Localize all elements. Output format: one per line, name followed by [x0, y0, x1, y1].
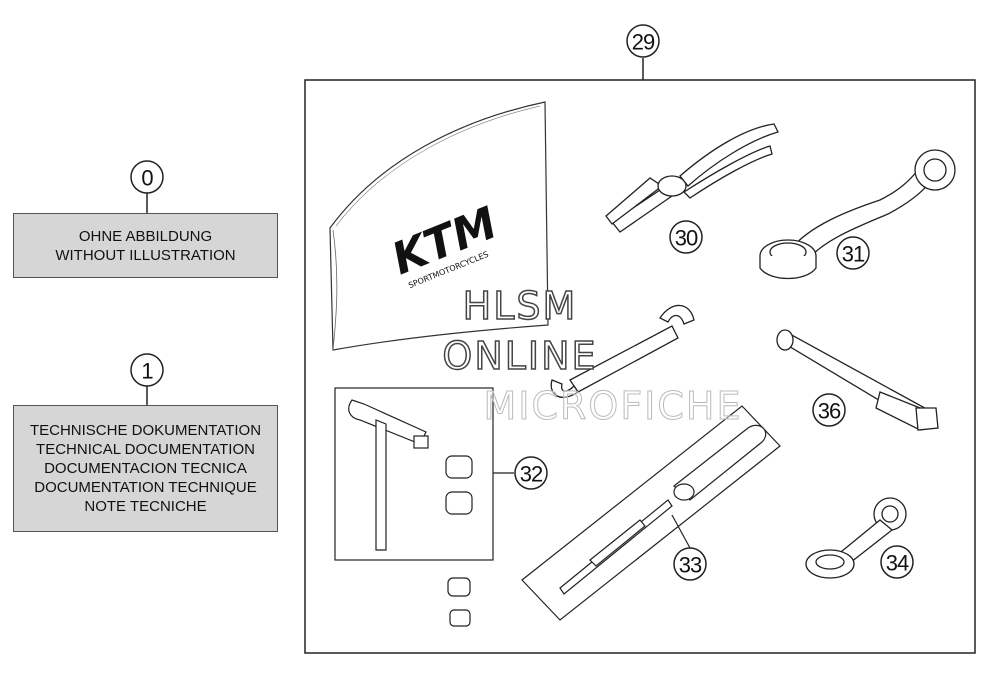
callout-number: 29	[632, 30, 655, 55]
screwdriver-icon	[521, 405, 781, 621]
open-end-wrench-icon	[550, 304, 695, 398]
box-line: TECHNISCHE DOKUMENTATION	[29, 422, 262, 439]
callout-number: 1	[141, 359, 153, 384]
callout-33: 33	[671, 514, 707, 581]
box-line: OHNE ABBILDUNG	[78, 227, 213, 245]
ring-wrench-icon	[805, 497, 907, 579]
box-line: DOCUMENTACION TECNICA	[44, 460, 247, 477]
tool-kit-frame	[304, 79, 976, 654]
callout-32: 32	[493, 456, 548, 490]
socket-wrench-icon	[776, 329, 939, 431]
callout-number: 34	[886, 551, 909, 576]
box-line: TECHNICAL DOCUMENTATION	[36, 441, 255, 458]
callout-36: 36	[812, 393, 846, 427]
callout-31: 31	[836, 236, 870, 270]
owners-manual-icon: KTM SPORTMOTORCYCLES	[329, 101, 549, 351]
hex-key-set-icon	[334, 387, 494, 627]
callout-number: 33	[679, 553, 702, 578]
pliers-icon	[605, 123, 779, 233]
box-line: NOTE TECNICHE	[84, 498, 207, 515]
callout-number: 32	[520, 462, 543, 487]
callout-number: 36	[818, 399, 841, 424]
without-illustration-box: OHNE ABBILDUNG WITHOUT ILLUSTRATION	[13, 213, 278, 278]
callout-30: 30	[669, 220, 703, 254]
callout-29: 29	[626, 24, 660, 58]
box-line: DOCUMENTATION TECHNIQUE	[34, 479, 257, 496]
ring-spanner-icon	[759, 149, 956, 280]
box-line: WITHOUT ILLUSTRATION	[55, 246, 236, 264]
callout-0: 0	[130, 160, 164, 194]
technical-documentation-box: TECHNISCHE DOKUMENTATION TECHNICAL DOCUM…	[13, 405, 278, 532]
callout-number: 0	[141, 166, 153, 191]
callout-number: 31	[842, 242, 865, 267]
callout-1: 1	[130, 353, 164, 387]
callout-number: 30	[675, 226, 698, 251]
callout-34: 34	[880, 545, 914, 579]
